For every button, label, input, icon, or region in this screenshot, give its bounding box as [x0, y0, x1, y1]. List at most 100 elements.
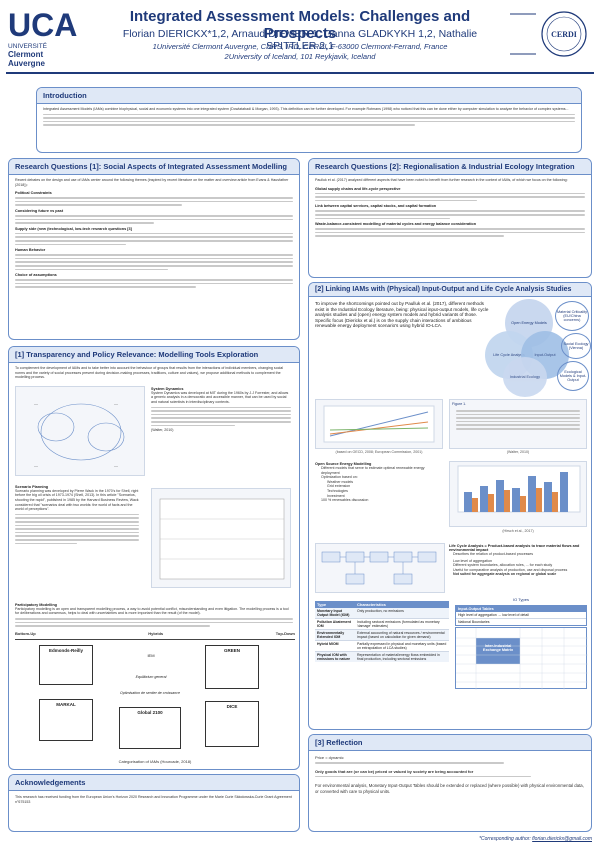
energy-bullet: Technologies: [327, 488, 348, 493]
system-dynamics-text: System Dynamics System Dynamics was deve…: [151, 386, 297, 433]
diagram-label-opt: Optimisation de sentier de croissance: [120, 690, 180, 695]
walter-table-figure: Figure 1.: [449, 399, 587, 449]
io-matrix: Inter-Industrial Exchange Matrix: [455, 627, 588, 690]
circle-industrial-ecology: Industrial Ecology: [503, 357, 547, 397]
table-header: Characteristics: [357, 602, 386, 607]
energy-modelling-title: Open Source Energy Modelling: [315, 462, 372, 466]
intro-body-lines: [37, 113, 581, 126]
section-title: [2] Linking IAMs with (Physical) Input-O…: [309, 283, 591, 297]
lca-point: Different system boundaries, allocation …: [453, 563, 553, 568]
io-table-title: Input-Output Tables: [456, 606, 586, 612]
diagram-box-global2100: Global 2100: [119, 706, 181, 749]
lca-title: Life Cycle Analysis = Product-based anal…: [449, 544, 580, 552]
poster-title: Integrated Assessment Models: Challenges…: [129, 8, 471, 42]
energy-modelling-list: Open Source Energy Modelling Different m…: [315, 461, 445, 503]
oecd-chart: [315, 399, 443, 449]
rq2-item: Link between capital services, capital s…: [315, 204, 437, 209]
rq1-item: Considering future vs past: [15, 208, 64, 213]
svg-text:—: —: [34, 463, 38, 468]
circle-material-criticality: Material Criticality (EU/China concerns): [555, 301, 589, 331]
energy-bullet: Optimization based on:: [321, 475, 358, 480]
rq1-item: Supply side (new (technological, low-tec…: [15, 226, 132, 231]
section-title: Introduction: [37, 88, 581, 104]
ack-text: This research has received funding from …: [15, 795, 292, 804]
section-title: [3] Reflection: [309, 735, 591, 751]
lca-diagram: [315, 543, 445, 593]
section-title: Research Questions [1]: Social Aspects o…: [9, 159, 299, 175]
diagram-label-eq: Equilibrium general: [135, 674, 167, 679]
iam-categorisation-diagram: Bottom-Up Hybrids Top-Down Edmonds-Reill…: [9, 630, 299, 769]
reflection-point: Only goods that are (or can be) priced o…: [315, 768, 474, 774]
io-tables-summary: Input-Output Tables High level of aggreg…: [455, 605, 587, 626]
acknowledgements-box: Acknowledgements This research has recei…: [8, 774, 300, 832]
rq1-item: Political Constraints: [15, 191, 52, 196]
diagram-box-green: GREEN: [205, 644, 259, 689]
io-table-row: High level of aggregation → low level of…: [456, 612, 586, 619]
affiliation-2: 2University of Iceland, 101 Reykjavik, I…: [224, 52, 376, 61]
transparency-box: [1] Transparency and Policy Relevance: M…: [8, 346, 300, 770]
poster-header: [0, 0, 600, 78]
sd-source: (Walter, 2010): [151, 428, 174, 433]
energy-bullet: Different models that serve to estimate …: [321, 466, 425, 475]
svg-text:—: —: [34, 401, 38, 406]
diagram-caption: Categorisation of IAMs (Hourcade, 2018): [118, 758, 192, 764]
corresponding-label: *Corresponding author:: [479, 836, 531, 842]
affiliation-1: 1Université Clermont Auvergne, CNRS, IRD…: [152, 42, 448, 51]
rq1-intro: Recent debates on the design and use of …: [15, 178, 289, 187]
rq2-item: Waste-balance-consistent modelling of ma…: [315, 222, 477, 227]
scenario-planning-text: Scenario Planning Scenario planning was …: [15, 484, 145, 546]
sp-title: Scenario Planning: [15, 484, 49, 489]
table-header: Type: [317, 602, 327, 607]
reflection-point: Price = dynamic: [315, 755, 344, 760]
energy-bullet: Grid extension: [327, 484, 351, 489]
diagram-box-markal: MARKAL: [39, 698, 93, 741]
circle-social-ecology: Social Ecology (Vienna): [561, 333, 591, 359]
lca-points: Life Cycle Analysis = Product-based anal…: [449, 543, 589, 577]
section-title: Acknowledgements: [9, 775, 299, 791]
lca-point: Not suited for aggregate analysis on reg…: [453, 572, 557, 577]
rq1-item: Choice of assumptions: [15, 273, 57, 278]
reflection-box: [3] Reflection Price = dynamic Only good…: [308, 734, 592, 832]
reflection-point: For environmental analysis, Monetary Inp…: [315, 783, 584, 794]
table-row: Physical IOM with emissions to nature Re…: [315, 652, 449, 662]
header-divider: [6, 72, 594, 74]
causal-loop-diagram: —— ——: [15, 385, 145, 476]
lca-point: Describes the relation of product-based …: [453, 552, 534, 556]
linking-iams-box: [2] Linking IAMs with (Physical) Input-O…: [308, 282, 592, 730]
rq2-intro: Paulluk et al. (2017) analyzed different…: [315, 178, 568, 182]
pm-text: Participatory modelling is an open and t…: [15, 606, 289, 616]
svg-text:—: —: [114, 463, 118, 468]
email-link[interactable]: florian.dierickx@gmail.com: [532, 836, 592, 842]
research-questions-1-box: Research Questions [1]: Social Aspects o…: [8, 158, 300, 340]
scenario-figure: [151, 487, 291, 588]
diagram-header-bottom-up: Bottom-Up: [15, 630, 36, 636]
uca-logo: UCA UNIVERSITÉ Clermont Auvergne: [6, 6, 98, 68]
rq2-item: Global supply chains and life-cycle pers…: [315, 186, 401, 191]
cerdi-logo: CERDI: [506, 6, 592, 68]
sd-text: System Dynamics was developed at MIT dur…: [151, 390, 289, 404]
table-row: Monetary Input Output Model (IOM) Only p…: [315, 608, 449, 619]
rq1-item: Human Behavior: [15, 248, 46, 253]
section-title: [1] Transparency and Policy Relevance: M…: [9, 347, 299, 363]
intro-text: Integrated Assessment Models (IAMs) comb…: [43, 107, 569, 111]
io-table-row: National Boundaries: [458, 620, 490, 624]
svg-text:Auvergne: Auvergne: [8, 59, 45, 68]
energy-bullet: Investment: [327, 493, 345, 498]
oecd-source: (based on OECD, 2008; European Commissio…: [335, 450, 423, 454]
io-inner-label: Inter-Industrial Exchange Matrix: [482, 644, 514, 652]
section-title: Research Questions [2]: Regionalisation …: [309, 159, 591, 175]
lca-point: Low level of aggregation: [453, 558, 492, 563]
link-text: To improve the shortcomings pointed out …: [315, 301, 489, 329]
table-row: Hybrid MIOM Partially expressed in physi…: [315, 641, 449, 652]
diagram-box-edmonds: Edmonds-Reilly: [39, 644, 93, 685]
svg-text:UCA: UCA: [8, 7, 77, 43]
io-types-label: IO Types: [513, 597, 529, 602]
table-row: Pollution Abatement IOM Including sector…: [315, 619, 449, 630]
sp-text: Scenario planning was developed by Pierr…: [15, 488, 139, 512]
svg-text:UNIVERSITÉ: UNIVERSITÉ: [8, 41, 48, 50]
energy-bullet: Weather models: [327, 479, 354, 484]
diagram-label-iem: IEM: [147, 652, 155, 658]
walter-source: (Walter, 2010): [506, 450, 530, 454]
lca-point: Useful for comparative analysis of produ…: [453, 567, 568, 572]
table-row: Environmentally Extended IOM External ac…: [315, 630, 449, 641]
